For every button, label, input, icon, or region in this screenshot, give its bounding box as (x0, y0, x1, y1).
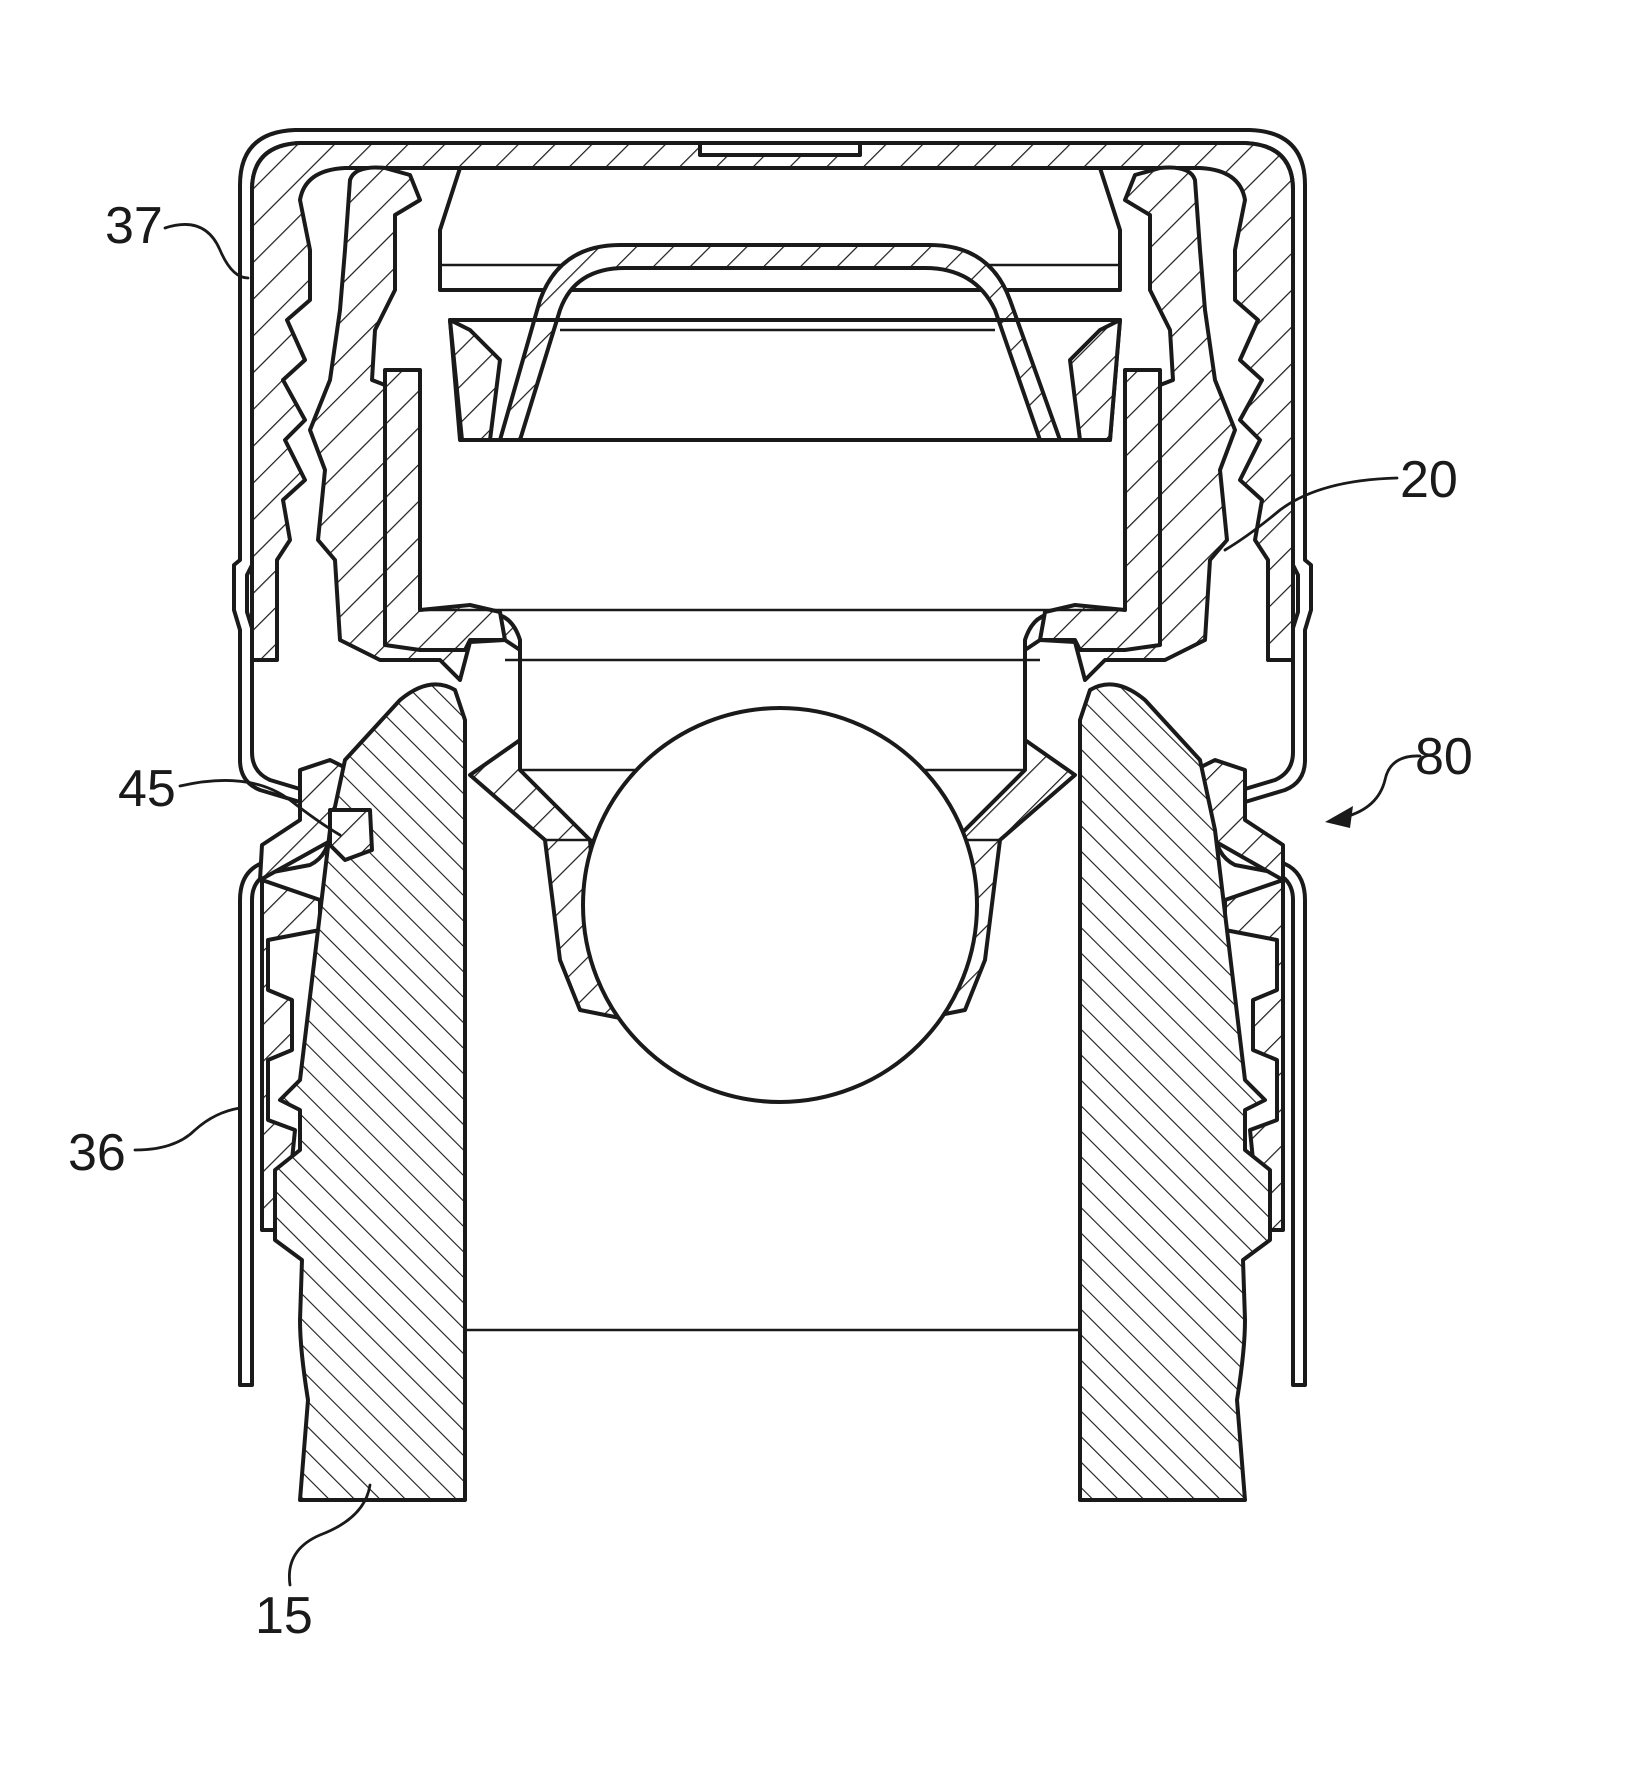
valve-ball (583, 708, 977, 1102)
label-20: 20 (1400, 451, 1458, 509)
reference-80: 80 (1325, 728, 1473, 828)
leader-80 (1345, 756, 1420, 817)
reference-15: 15 (255, 1485, 370, 1645)
reference-36: 36 (68, 1108, 240, 1182)
label-36: 36 (68, 1124, 126, 1182)
arrowhead-80 (1325, 806, 1353, 828)
label-80: 80 (1415, 728, 1473, 786)
gasket-ring (330, 810, 372, 860)
reference-37: 37 (105, 197, 248, 278)
leader-37 (165, 224, 248, 278)
label-45: 45 (118, 760, 176, 818)
leader-36 (135, 1108, 240, 1150)
label-37: 37 (105, 197, 163, 255)
actuator-dome (440, 168, 1120, 440)
label-15: 15 (255, 1587, 313, 1645)
